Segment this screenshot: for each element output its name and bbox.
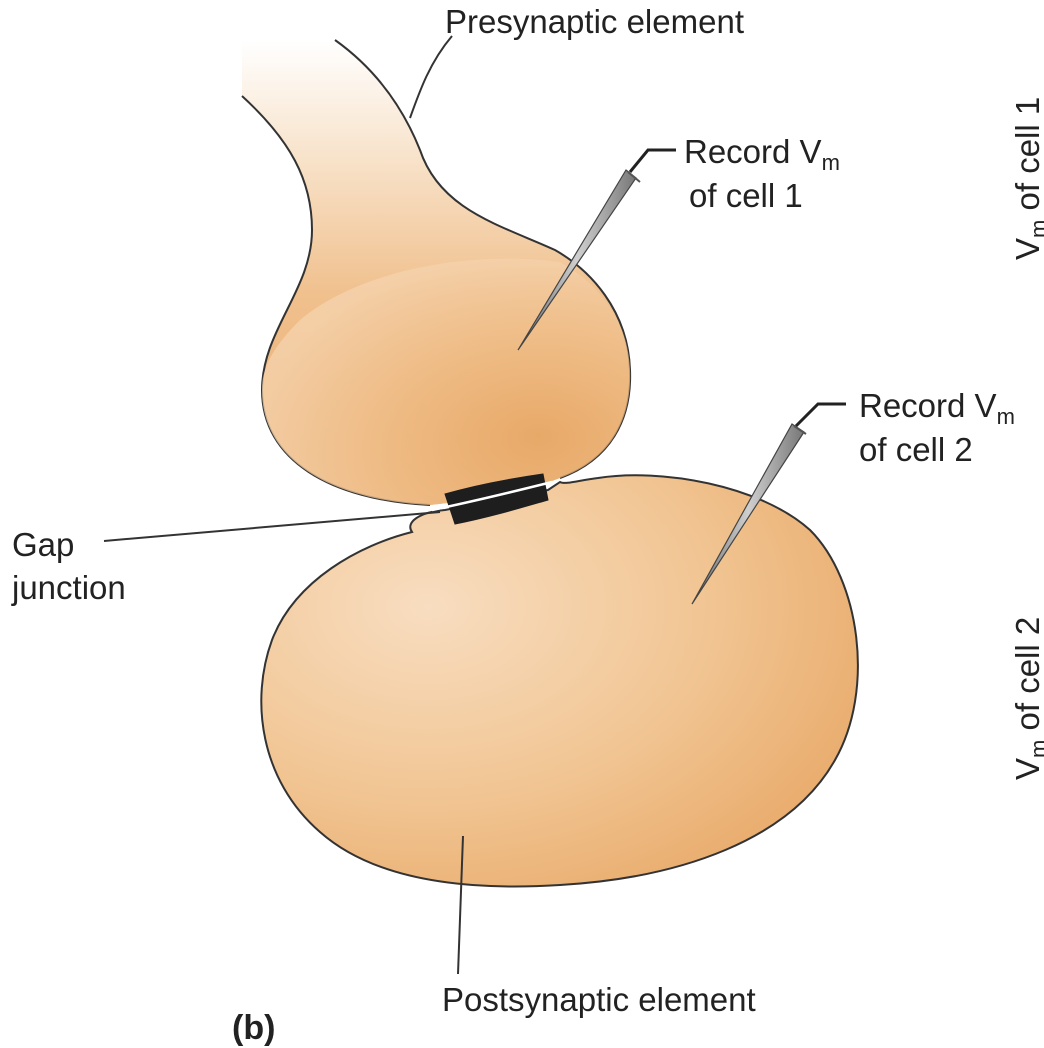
axis-cell-2-prefix: V — [1009, 758, 1044, 780]
record-cell-1-subscript: m — [822, 150, 840, 175]
axis-label-cell-2: Vm of cell 2 — [1008, 617, 1044, 780]
record-cell-1-label-line2: of cell 1 — [689, 176, 803, 216]
record-cell-2-label: Record Vm — [859, 386, 1015, 426]
record-cell-1-label: Record Vm — [684, 132, 840, 172]
axis-cell-1-suffix: of cell 1 — [1009, 97, 1044, 220]
axis-cell-1-prefix: V — [1009, 238, 1044, 260]
presynaptic-terminal — [242, 40, 630, 505]
record-cell-2-prefix: Record V — [859, 387, 997, 424]
record-cell-2-subscript: m — [997, 404, 1015, 429]
gap-junction-label-line2: junction — [12, 568, 126, 608]
record-cell-2-label-line2: of cell 2 — [859, 430, 973, 470]
axis-cell-1-subscript: m — [1026, 220, 1044, 238]
presynaptic-label: Presynaptic element — [445, 2, 744, 42]
postsynaptic-cell — [261, 475, 858, 886]
panel-label: (b) — [232, 1008, 275, 1048]
postsynaptic-label: Postsynaptic element — [442, 980, 756, 1020]
axis-label-cell-1: Vm of cell 1 — [1008, 97, 1044, 260]
gap-junction-label-line1: Gap — [12, 525, 74, 565]
record-cell-1-prefix: Record V — [684, 133, 822, 170]
axis-cell-2-suffix: of cell 2 — [1009, 617, 1044, 740]
axis-cell-2-subscript: m — [1026, 740, 1044, 758]
